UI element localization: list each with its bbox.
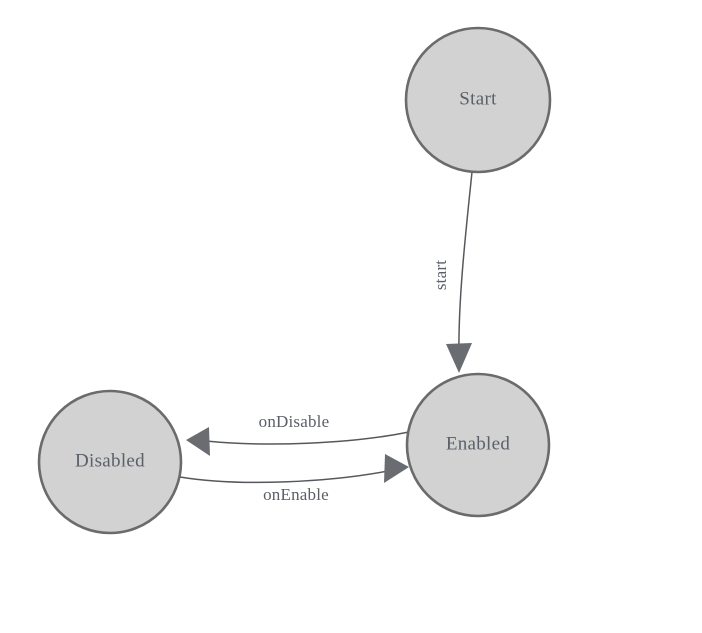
state-node-enabled-label: Enabled — [446, 433, 511, 454]
state-node-enabled-circle — [405, 372, 551, 518]
edge-label-ondisable: onDisable — [259, 412, 330, 431]
state-node-disabled[interactable]: Disabled — [37, 389, 183, 535]
arrowhead-start-to-enabled — [446, 343, 472, 373]
edge-path-enabled-to-disabled — [205, 431, 410, 445]
edge-disabled-to-enabled[interactable]: onEnable — [179, 454, 409, 504]
arrowhead-disabled-to-enabled — [384, 454, 409, 483]
state-node-enabled[interactable]: Enabled — [405, 372, 551, 518]
edge-start-to-enabled[interactable]: start — [431, 171, 473, 373]
state-node-start[interactable]: Start — [404, 26, 552, 174]
state-node-start-circle — [404, 26, 552, 174]
edge-path-start-to-enabled — [458, 171, 473, 357]
state-node-disabled-circle — [37, 389, 183, 535]
edge-label-onenable: onEnable — [263, 485, 329, 504]
edge-label-start: start — [431, 260, 450, 290]
arrowhead-enabled-to-disabled — [186, 427, 210, 456]
edge-path-disabled-to-enabled — [179, 470, 389, 484]
state-node-start-label: Start — [459, 88, 497, 109]
state-node-disabled-label: Disabled — [75, 450, 145, 471]
edge-enabled-to-disabled[interactable]: onDisable — [186, 412, 410, 456]
